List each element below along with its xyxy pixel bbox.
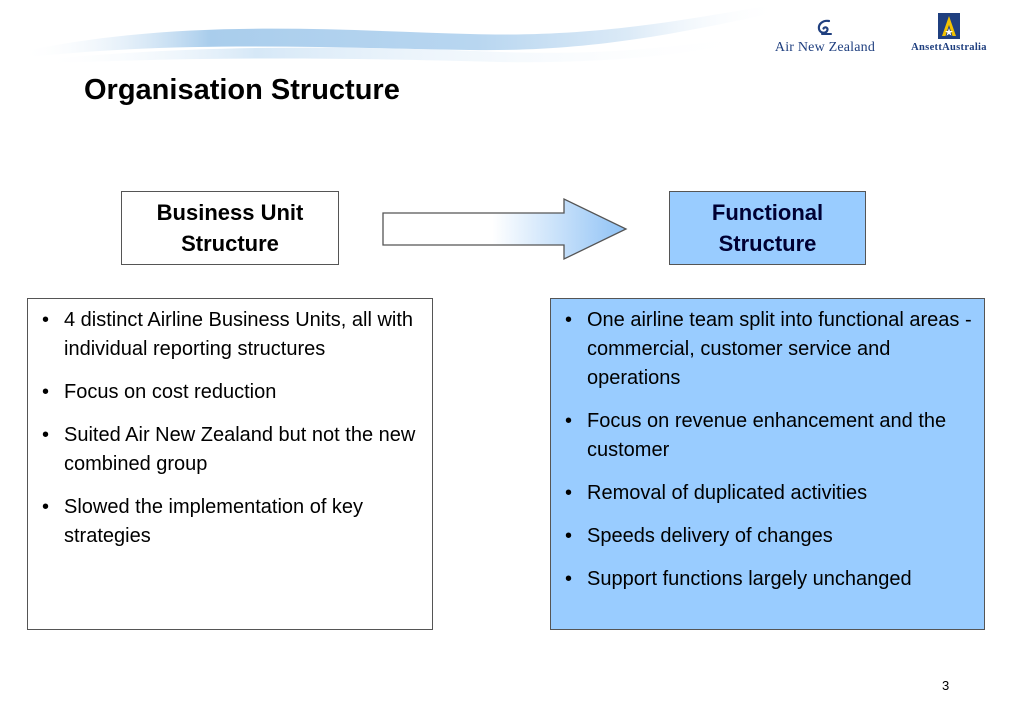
list-item: • Speeds delivery of changes [561, 522, 974, 551]
bullet-glyph: • [42, 309, 50, 331]
list-item: • Removal of duplicated activities [561, 479, 974, 508]
bullet-text: One airline team split into functional a… [587, 309, 972, 389]
star-a-icon [938, 13, 960, 39]
list-item: • Slowed the implementation of key strate… [38, 493, 422, 551]
functional-structure-line2: Structure [718, 231, 817, 256]
bullet-text: Removal of duplicated activities [587, 482, 868, 504]
list-item: • Focus on cost reduction [38, 378, 422, 407]
business-unit-structure-line2: Structure [181, 231, 279, 256]
air-new-zealand-logo: Air New Zealand [760, 18, 890, 56]
page-title: Organisation Structure [84, 74, 400, 106]
functional-bullets-panel: • One airline team split into functional … [550, 298, 985, 630]
bullet-glyph: • [565, 410, 573, 432]
list-item: • 4 distinct Airline Business Units, all … [38, 306, 422, 364]
bullet-text: 4 distinct Airline Business Units, all w… [64, 309, 414, 360]
bullet-text: Focus on revenue enhancement and the cus… [587, 410, 947, 461]
list-item: • Support functions largely unchanged [561, 565, 974, 594]
bullet-glyph: • [565, 309, 573, 331]
ansett-australia-wordmark: AnsettAustralia [911, 42, 987, 53]
bullet-glyph: • [42, 424, 50, 446]
list-item: • Focus on revenue enhancement and the cu… [561, 407, 974, 465]
bullet-glyph: • [42, 381, 50, 403]
header-swoosh-decoration [20, 4, 780, 64]
bullet-glyph: • [565, 482, 573, 504]
right-arrow-icon [382, 197, 628, 261]
koru-icon [817, 19, 832, 35]
air-new-zealand-wordmark: Air New Zealand [774, 40, 876, 55]
functional-structure-line1: Functional [711, 200, 824, 225]
bullet-text: Suited Air New Zealand but not the new c… [64, 424, 416, 475]
bullet-text: Slowed the implementation of key strateg… [64, 496, 364, 547]
business-unit-structure-line1: Business Unit [156, 200, 304, 225]
bullet-text: Focus on cost reduction [64, 381, 277, 403]
business-unit-structure-box: Business Unit Structure [121, 191, 339, 265]
ansett-australia-logo: AnsettAustralia [898, 12, 1000, 53]
page-number: 3 [942, 678, 950, 693]
list-item: • One airline team split into functional … [561, 306, 974, 393]
bullet-glyph: • [565, 525, 573, 547]
list-item: • Suited Air New Zealand but not the new … [38, 421, 422, 479]
bullet-text: Speeds delivery of changes [587, 525, 833, 547]
functional-structure-box: Functional Structure [669, 191, 866, 265]
business-unit-bullets-panel: • 4 distinct Airline Business Units, all … [27, 298, 433, 630]
bullet-glyph: • [565, 568, 573, 590]
bullet-text: Support functions largely unchanged [587, 568, 912, 590]
bullet-glyph: • [42, 496, 50, 518]
